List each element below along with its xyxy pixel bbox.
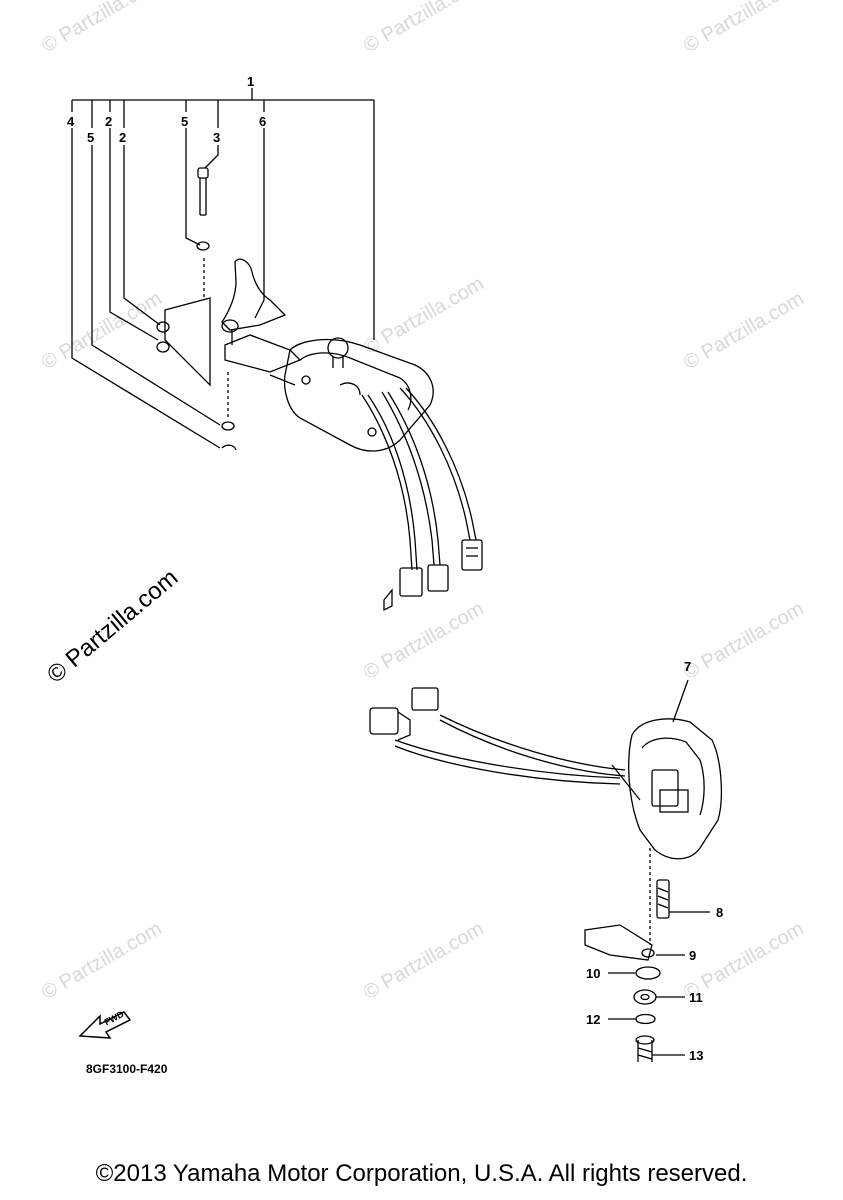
callout-4: 4 [67, 114, 75, 129]
callout-13: 13 [689, 1048, 704, 1063]
callout-11: 11 [689, 990, 703, 1005]
callout-2: 2 [105, 114, 113, 129]
callout-10: 10 [586, 966, 601, 981]
callout-3: 3 [213, 130, 221, 145]
callout-12: 12 [586, 1012, 601, 1027]
callout-9: 9 [689, 948, 697, 963]
callout-1: 1 [247, 74, 255, 89]
diagram-code: 8GF3100-F420 [86, 1062, 168, 1076]
forward-arrow-icon [78, 1011, 132, 1039]
callout-8: 8 [716, 905, 724, 920]
callout-5: 5 [87, 130, 95, 145]
callout-5: 5 [181, 114, 189, 129]
copyright-notice: ©2013 Yamaha Motor Corporation, U.S.A. A… [95, 1160, 748, 1187]
callout-2: 2 [119, 130, 127, 145]
callout-6: 6 [259, 114, 267, 129]
callout-7: 7 [684, 659, 692, 674]
